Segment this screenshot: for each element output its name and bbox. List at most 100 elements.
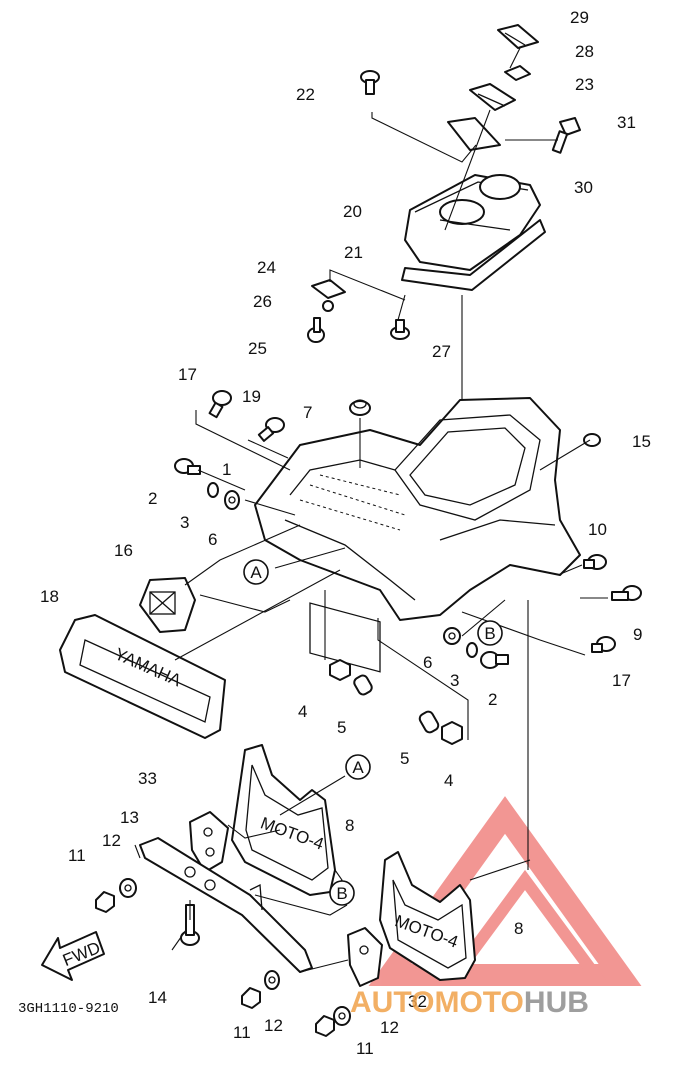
collar-5-right [418, 710, 440, 734]
reflector-16 [139, 577, 196, 633]
callout: 4 [298, 702, 307, 721]
nut-4-left [329, 659, 351, 681]
ref-letter: B [484, 624, 495, 643]
ref-circle-b-1: B [477, 620, 503, 646]
bolt-17-top [208, 390, 232, 419]
callout: 12 [264, 1016, 283, 1035]
callout: 17 [178, 365, 197, 384]
callout: 27 [432, 342, 451, 361]
callout: 29 [570, 8, 589, 27]
callout: 17 [612, 671, 631, 690]
ref-circle-a-2: A [345, 754, 371, 780]
callout: 19 [242, 387, 261, 406]
bolt-17-right [591, 636, 616, 653]
bolt-10 [583, 554, 607, 570]
collar-5-left [353, 674, 373, 696]
washer-6-left [224, 490, 240, 510]
bolt-15 [583, 433, 601, 447]
bolt-31 [551, 117, 581, 154]
callout: 18 [40, 587, 59, 606]
washer-3-left [207, 482, 219, 498]
callout: 15 [632, 432, 651, 451]
callout: 6 [208, 530, 217, 549]
nut-11-b [241, 987, 261, 1009]
headlight-housing-20 [404, 174, 541, 271]
callout: 16 [114, 541, 133, 560]
ref-circle-a-1: A [243, 559, 269, 585]
gasket-21 [401, 219, 546, 291]
brand-part-2: HUB [524, 986, 589, 1019]
part-30 [447, 117, 501, 151]
washer-12-a [119, 878, 137, 898]
front-fender-1 [254, 397, 581, 673]
screw-27 [390, 319, 410, 340]
callout: 32 [408, 992, 427, 1011]
callout: 20 [343, 202, 362, 221]
bolt-2-right [480, 651, 509, 669]
ref-letter: A [352, 758, 364, 777]
svg-text:AUTOMOTOHUB: AUTOMOTOHUB [350, 986, 589, 1019]
leader-lines [134, 47, 608, 973]
washer-12-c [333, 1006, 351, 1026]
screw-25 [307, 317, 325, 343]
callout: 22 [296, 85, 315, 104]
callout: 8 [514, 919, 523, 938]
part-28 [504, 65, 531, 81]
callout: 1 [222, 460, 231, 479]
bolt-19 [257, 417, 285, 442]
diagram-code: 3GH1110-9210 [18, 1001, 119, 1017]
part-23 [469, 83, 516, 111]
nut-4-right [441, 721, 463, 745]
callout: 5 [400, 749, 409, 768]
callout: 9 [633, 625, 642, 644]
grommet-7 [349, 399, 371, 416]
ref-letter: B [336, 884, 347, 903]
callout: 2 [148, 489, 157, 508]
callout: 26 [253, 292, 272, 311]
part-29 [497, 24, 539, 49]
mud-flap-8-left: MOTO-4 [231, 744, 336, 896]
nut-26 [322, 300, 334, 312]
emblem-panel-18: YAMAHA [59, 614, 226, 739]
callout: 11 [68, 846, 86, 865]
callout: 5 [337, 718, 346, 737]
callout: 21 [344, 243, 363, 262]
callout: 6 [423, 653, 432, 672]
ref-letter: A [250, 563, 262, 582]
watermark-wordmark: AUTOMOTOHUB [350, 986, 589, 1019]
nut-11-c [315, 1015, 335, 1037]
washer-12-b [264, 970, 280, 990]
ref-circle-b-2: B [329, 880, 355, 906]
callout: 8 [345, 816, 354, 835]
callout: 12 [380, 1018, 399, 1037]
callout: 13 [120, 808, 139, 827]
callout: 14 [148, 988, 167, 1007]
callout: 25 [248, 339, 267, 358]
fwd-label: FWD [60, 938, 103, 970]
callout: 33 [138, 769, 157, 788]
callout: 11 [356, 1039, 374, 1058]
callout: 24 [257, 258, 276, 277]
clip-24 [311, 279, 346, 299]
stay-13 [139, 837, 313, 973]
callout: 28 [575, 42, 594, 61]
callout: 10 [588, 520, 607, 539]
washer-3-right [466, 642, 478, 658]
bolt-9 [611, 585, 642, 601]
nut-11-a [95, 891, 115, 913]
bolt-2-left [174, 458, 201, 475]
washer-6-right [443, 627, 461, 645]
callout: 30 [574, 178, 593, 197]
bracket-32 [347, 927, 383, 987]
brand-part-1: AUTOMOTO [350, 986, 524, 1019]
screw-22 [360, 70, 380, 95]
callout: 23 [575, 75, 594, 94]
callout: 31 [617, 113, 636, 132]
callout: 7 [303, 403, 312, 422]
callout: 2 [488, 690, 497, 709]
callout: 3 [180, 513, 189, 532]
callout: 12 [102, 831, 121, 850]
callout: 3 [450, 671, 459, 690]
bracket-33 [189, 811, 229, 873]
